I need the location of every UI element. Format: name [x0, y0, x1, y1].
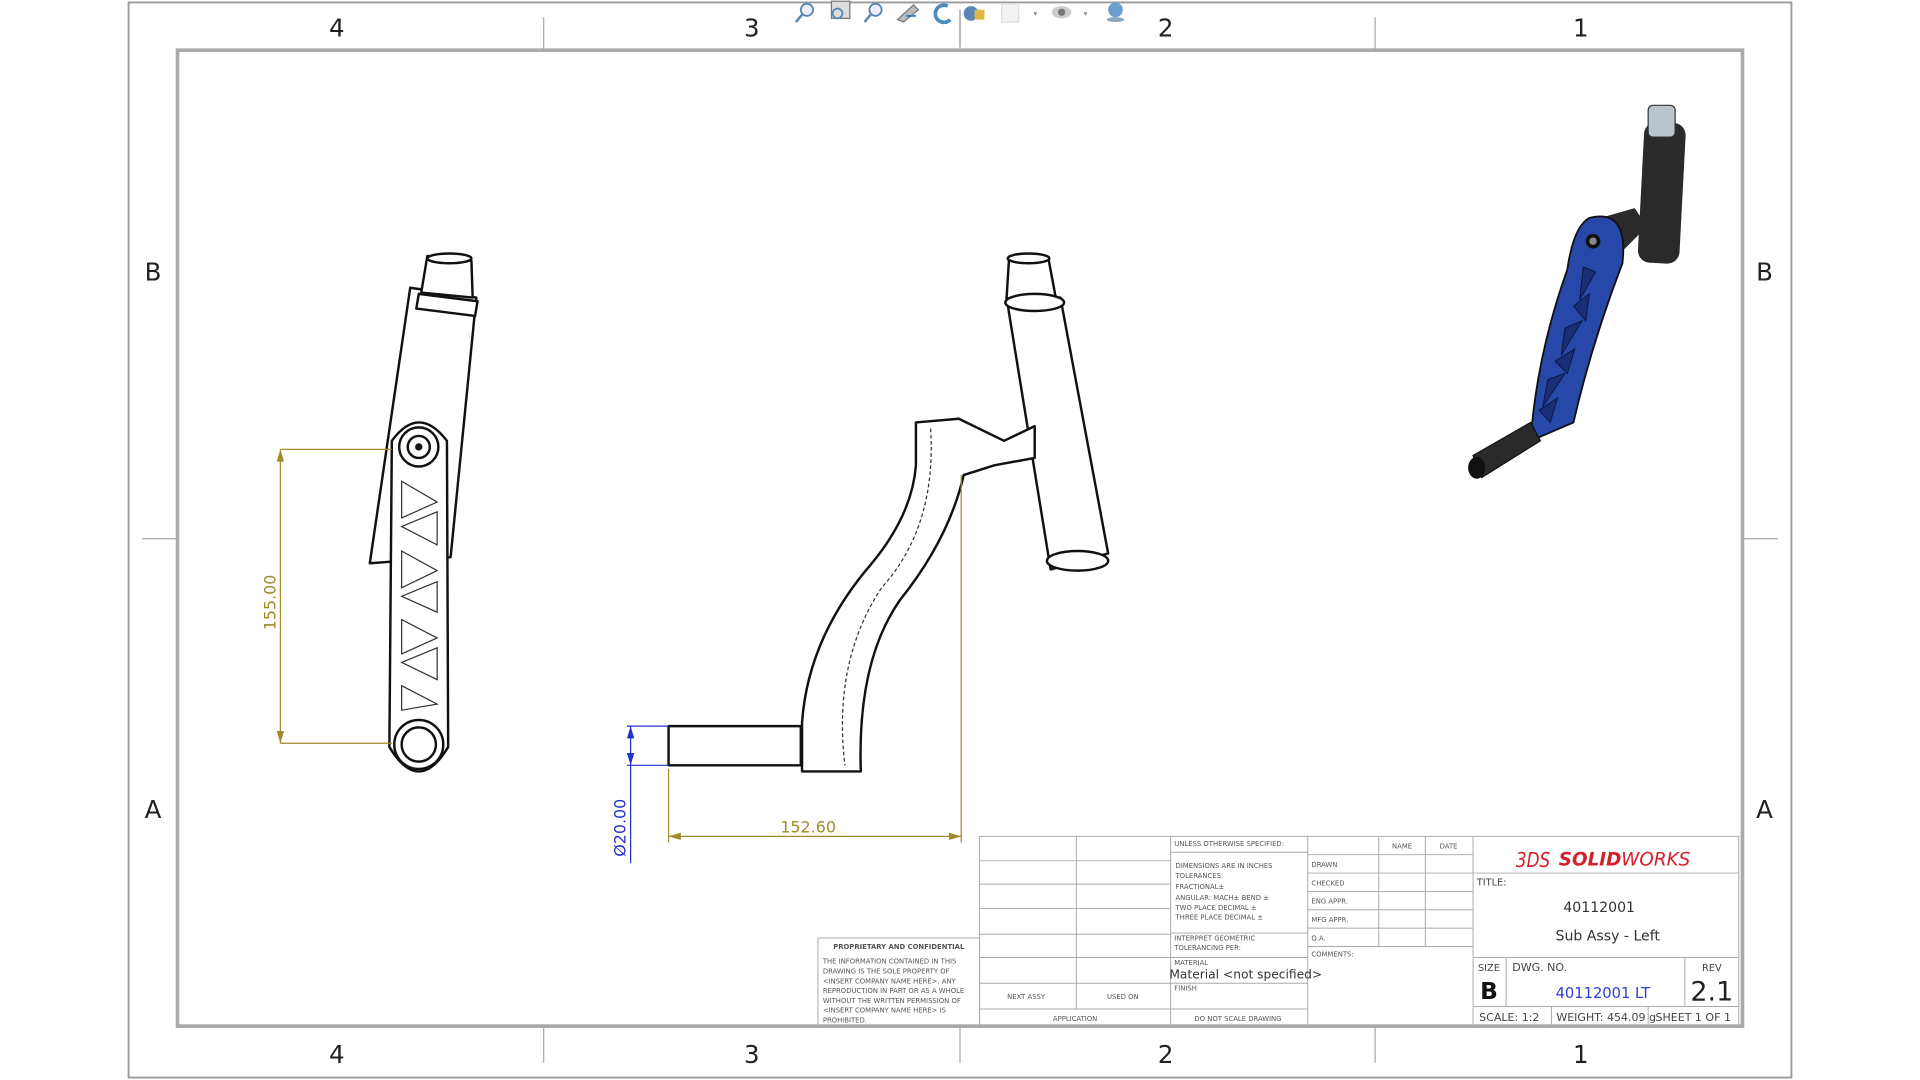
proprietary-line: DRAWING IS THE SOLE PROPERTY OF	[823, 967, 950, 975]
zoom-to-fit-icon[interactable]	[794, 2, 814, 23]
size-value: B	[1480, 978, 1498, 1005]
comments-label: COMMENTS:	[1311, 950, 1353, 958]
next-assy-label: NEXT ASSY	[1007, 993, 1046, 1001]
used-on-label: USED ON	[1107, 993, 1139, 1001]
zone-col-top: 1	[1573, 14, 1589, 43]
proprietary-line: PROHIBITED.	[823, 1016, 867, 1024]
sheet-number: SHEET 1 OF 1	[1656, 1011, 1731, 1024]
proprietary-line: <INSERT COMPANY NAME HERE>. ANY	[823, 977, 957, 985]
zone-col-bottom: 4	[329, 1040, 345, 1069]
proprietary-line: REPRODUCTION IN PART OR AS A WHOLE	[823, 987, 964, 995]
left-side-view: 155.00	[261, 252, 479, 773]
dimension-diameter[interactable]: Ø20.00	[611, 799, 630, 857]
proprietary-title: PROPRIETARY AND CONFIDENTIAL	[833, 943, 965, 951]
material-value[interactable]: Material <not specified>	[1169, 967, 1322, 981]
zone-col-bottom: 2	[1158, 1040, 1174, 1069]
role-mfg-appr: MFG APPR.	[1311, 916, 1348, 924]
zone-col-top: 3	[744, 14, 760, 43]
title-label: TITLE:	[1476, 877, 1507, 888]
zone-col-top: 2	[1158, 14, 1174, 43]
rev-label: REV	[1702, 963, 1722, 974]
dwg-no-label: DWG. NO.	[1512, 961, 1567, 974]
role-qa: Q.A.	[1311, 934, 1325, 942]
zone-row-left: B	[145, 257, 162, 286]
tolerance-line: TOLERANCES:	[1175, 872, 1224, 880]
tolerance-line: DIMENSIONS ARE IN INCHES	[1176, 862, 1273, 870]
application-label: APPLICATION	[1053, 1015, 1097, 1023]
front-view: 152.60 Ø20.00	[611, 252, 1110, 864]
view-toolbar: ▾ ▾	[794, 0, 1125, 47]
appearance-icon[interactable]	[1106, 2, 1125, 23]
rev-value[interactable]: 2.1	[1690, 976, 1733, 1007]
dimension-height[interactable]: 155.00	[261, 575, 280, 631]
svg-text:▾: ▾	[1033, 9, 1037, 18]
interpret-line: TOLERANCING PER:	[1173, 944, 1241, 952]
title-description[interactable]: Sub Assy - Left	[1556, 928, 1661, 944]
tolerance-line: FRACTIONAL±	[1176, 883, 1225, 891]
title-number[interactable]: 40112001	[1563, 900, 1635, 916]
dwg-no-value[interactable]: 40112001 LT	[1556, 985, 1652, 1002]
proprietary-line: THE INFORMATION CONTAINED IN THIS	[822, 958, 957, 966]
logo-works: WORKS	[1621, 850, 1690, 871]
display-style-icon[interactable]: ▾	[1001, 3, 1038, 23]
zoom-to-area-icon[interactable]	[830, 0, 851, 20]
logo-solid: SOLID	[1559, 850, 1622, 871]
tolerance-line: TWO PLACE DECIMAL ±	[1175, 904, 1257, 912]
zone-row-left: A	[145, 795, 162, 824]
finish-label: FINISH	[1174, 985, 1197, 993]
svg-text:▾: ▾	[1084, 9, 1088, 18]
zone-col-bottom: 1	[1573, 1040, 1589, 1069]
proprietary-line: <INSERT COMPANY NAME HERE> IS	[823, 1007, 946, 1015]
role-eng-appr: ENG APPR.	[1311, 898, 1348, 906]
weight-value: WEIGHT: 454.09 g	[1556, 1011, 1656, 1024]
dimension-horizontal[interactable]: 152.60	[780, 818, 836, 837]
zone-col-bottom: 3	[744, 1040, 760, 1069]
tolerance-line: ANGULAR: MACH± BEND ±	[1176, 894, 1270, 902]
role-checked: CHECKED	[1311, 879, 1344, 887]
title-block: PROPRIETARY AND CONFIDENTIAL THE INFORMA…	[817, 835, 1740, 1027]
previous-view-icon[interactable]	[896, 4, 920, 23]
role-drawn: DRAWN	[1311, 861, 1337, 869]
proprietary-line: WITHOUT THE WRITTEN PERMISSION OF	[823, 997, 961, 1005]
tolerance-line: THREE PLACE DECIMAL ±	[1175, 914, 1264, 922]
zone-row-right: A	[1756, 795, 1773, 824]
do-not-scale-label: DO NOT SCALE DRAWING	[1194, 1015, 1281, 1023]
date-header: DATE	[1440, 843, 1458, 851]
material-label: MATERIAL	[1174, 959, 1208, 967]
size-label: SIZE	[1478, 963, 1500, 974]
scale-value: SCALE: 1:2	[1479, 1011, 1539, 1024]
zone-row-right: B	[1756, 257, 1773, 286]
rotate-icon[interactable]	[933, 3, 952, 25]
isometric-view	[1468, 104, 1686, 479]
zone-col-top: 4	[329, 14, 345, 43]
hide-show-icon[interactable]: ▾	[1051, 6, 1088, 19]
name-header: NAME	[1392, 843, 1412, 851]
solidworks-logo: 3DS SOLID WORKS	[1516, 848, 1691, 872]
logo-ds-mark: 3DS	[1516, 848, 1550, 872]
interpret-line: INTERPRET GEOMETRIC	[1174, 934, 1255, 942]
zoom-in-out-icon[interactable]	[863, 2, 883, 23]
pan-icon[interactable]	[963, 6, 985, 21]
unless-specified: UNLESS OTHERWISE SPECIFIED:	[1174, 840, 1284, 848]
